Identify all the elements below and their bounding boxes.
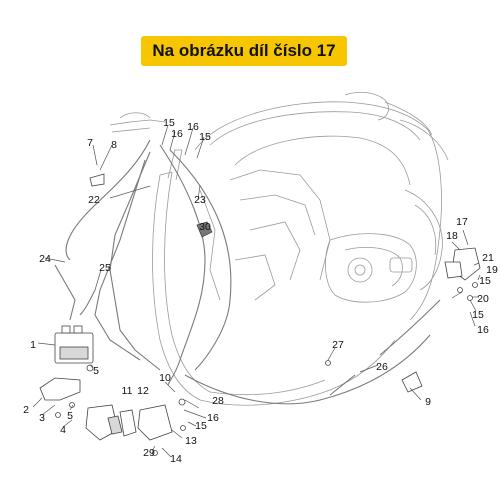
brake-lines	[54, 139, 441, 405]
callout-11: 11	[122, 385, 133, 397]
callout-16: 16	[207, 412, 219, 424]
callout-14: 14	[170, 453, 182, 465]
callout-18: 18	[446, 230, 458, 242]
rear-caliper	[137, 404, 173, 441]
callout-2: 2	[23, 404, 29, 416]
callout-28: 28	[212, 395, 224, 407]
callout-15: 15	[195, 420, 207, 432]
components	[39, 173, 481, 456]
callout-7: 7	[87, 137, 93, 149]
callout-13: 13	[185, 435, 197, 447]
callout-29: 29	[143, 447, 155, 459]
callout-27: 27	[332, 339, 344, 351]
callout-16: 16	[171, 128, 183, 140]
callout-22: 22	[88, 194, 100, 206]
callout-19: 19	[486, 264, 498, 276]
callout-23: 23	[194, 194, 206, 206]
callout-17: 17	[456, 216, 468, 228]
callout-5: 5	[67, 410, 73, 422]
callout-15: 15	[472, 309, 484, 321]
front-caliper	[85, 404, 119, 441]
callout-16: 16	[187, 121, 199, 133]
callout-20: 20	[477, 293, 489, 305]
callout-10: 10	[159, 372, 171, 384]
callout-30: 30	[199, 221, 211, 233]
callout-9: 9	[425, 396, 431, 408]
callout-25: 25	[99, 262, 111, 274]
callout-4: 4	[60, 424, 66, 436]
callout-24: 24	[39, 253, 51, 265]
callout-15: 15	[479, 275, 491, 287]
callout-3: 3	[39, 412, 45, 424]
part-banner: Na obrázku díl číslo 17	[141, 36, 347, 66]
scooter-frame-outline	[109, 91, 449, 406]
callout-5: 5	[93, 365, 99, 377]
callout-labels	[32, 124, 481, 458]
callout-8: 8	[111, 139, 117, 151]
callout-16: 16	[477, 324, 489, 336]
callout-26: 26	[376, 361, 388, 373]
banner-text: Na obrázku díl číslo 17	[152, 41, 336, 60]
abs-bracket	[39, 377, 81, 401]
callout-12: 12	[137, 385, 149, 397]
callout-1: 1	[30, 339, 36, 351]
callout-21: 21	[482, 252, 494, 264]
callout-15: 15	[199, 131, 211, 143]
callout-15: 15	[163, 117, 175, 129]
